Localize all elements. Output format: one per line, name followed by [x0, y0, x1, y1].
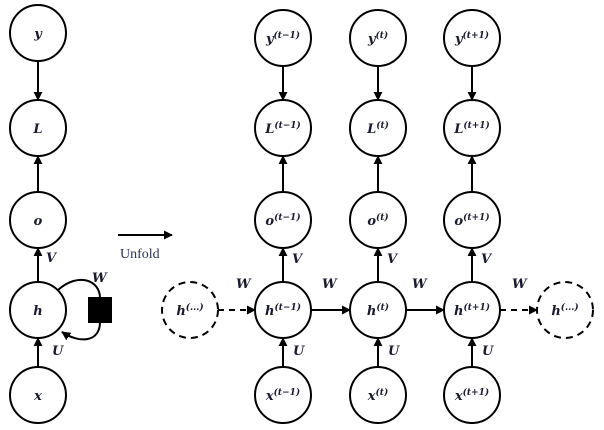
- node-o-2-label: o(t+1): [454, 212, 489, 229]
- node-h-1-label: h(t): [367, 302, 389, 319]
- node-o: o: [9, 191, 67, 249]
- node-h-dashed-left-label: h(...): [176, 302, 203, 319]
- node-x: x: [9, 366, 67, 424]
- node-L-circle: [9, 99, 67, 157]
- node-y-0: y(t−1): [254, 9, 312, 67]
- node-h-2-circle: [443, 281, 501, 339]
- node-L-1: L(t): [349, 99, 407, 157]
- node-h-0-label: h(t−1): [265, 302, 301, 319]
- node-o-1: o(t): [349, 191, 407, 249]
- weight-W-label-0: W: [236, 277, 252, 292]
- node-o-1-label: o(t): [367, 212, 388, 229]
- node-o-0-label: o(t−1): [265, 212, 300, 229]
- node-h-2: h(t+1): [443, 281, 501, 339]
- node-x-0: x(t−1): [254, 366, 312, 424]
- node-x-2-circle: [443, 366, 501, 424]
- node-x-label: x: [33, 389, 42, 404]
- node-h-label: h: [33, 304, 42, 319]
- node-y-2-circle: [443, 9, 501, 67]
- weight-W-label-2: W: [412, 277, 428, 292]
- node-L-label: L: [32, 122, 42, 137]
- weight-V-label: V: [46, 251, 58, 266]
- node-y-0-label: y(t−1): [265, 30, 300, 47]
- node-h-dashed-left-circle: [161, 281, 219, 339]
- node-h-0-circle: [254, 281, 312, 339]
- node-h-dashed-right: h(...): [536, 281, 594, 339]
- weight-V-label-2: V: [481, 252, 493, 267]
- weight-W-label-3: W: [512, 277, 528, 292]
- node-x-circle: [9, 366, 67, 424]
- node-y-2: y(t+1): [443, 9, 501, 67]
- node-o-0-circle: [254, 191, 312, 249]
- weight-V-label-1: V: [387, 252, 399, 267]
- node-y-label: y: [33, 27, 43, 42]
- node-L-1-circle: [349, 99, 407, 157]
- recurrent-loop-top: [57, 279, 101, 299]
- node-L-2-label: L(t+1): [453, 120, 490, 137]
- node-o-2: o(t+1): [443, 191, 501, 249]
- node-y-1-circle: [349, 9, 407, 67]
- weight-W-loop-label: W: [92, 271, 108, 286]
- weight-W-label-1: W: [322, 277, 338, 292]
- node-y-circle: [9, 4, 67, 62]
- node-o-1-circle: [349, 191, 407, 249]
- weight-U-label-2: U: [482, 344, 494, 359]
- node-x-2: x(t+1): [443, 366, 501, 424]
- node-y-0-circle: [254, 9, 312, 67]
- node-h-1-circle: [349, 281, 407, 339]
- node-x-1-circle: [349, 366, 407, 424]
- node-L-2-circle: [443, 99, 501, 157]
- node-h-1: h(t): [349, 281, 407, 339]
- node-o-circle: [9, 191, 67, 249]
- node-L-0-circle: [254, 99, 312, 157]
- node-h-2-label: h(t+1): [454, 302, 490, 319]
- node-h-dashed-right-circle: [536, 281, 594, 339]
- recurrent-loop-bottom: [61, 321, 101, 341]
- weight-U-label: U: [52, 344, 64, 359]
- node-h-circle: [9, 281, 67, 339]
- node-L-0-label: L(t−1): [264, 120, 301, 137]
- node-y-1: y(t): [349, 9, 407, 67]
- node-x-1: x(t): [349, 366, 407, 424]
- node-o-label: o: [34, 214, 43, 229]
- weight-V-label-0: V: [292, 252, 304, 267]
- node-o-0: o(t−1): [254, 191, 312, 249]
- weight-U-label-0: U: [293, 344, 305, 359]
- node-x-0-label: x(t−1): [265, 387, 300, 404]
- node-h-dashed-left: h(...): [161, 281, 219, 339]
- node-y-1-label: y(t): [367, 30, 388, 47]
- node-L-1-label: L(t): [366, 120, 389, 137]
- node-x-0-circle: [254, 366, 312, 424]
- node-x-2-label: x(t+1): [454, 387, 489, 404]
- unfold-label: Unfold: [120, 247, 160, 262]
- node-h-0: h(t−1): [254, 281, 312, 339]
- node-o-2-circle: [443, 191, 501, 249]
- delay-square-icon: [88, 297, 112, 323]
- node-y: y: [9, 4, 67, 62]
- node-h: h: [9, 281, 67, 339]
- node-x-1-label: x(t): [367, 387, 388, 404]
- node-L-0: L(t−1): [254, 99, 312, 157]
- node-y-2-label: y(t+1): [454, 30, 489, 47]
- node-L-2: L(t+1): [443, 99, 501, 157]
- weight-U-label-1: U: [388, 344, 400, 359]
- node-L: L: [9, 99, 67, 157]
- node-h-dashed-right-label: h(...): [551, 302, 578, 319]
